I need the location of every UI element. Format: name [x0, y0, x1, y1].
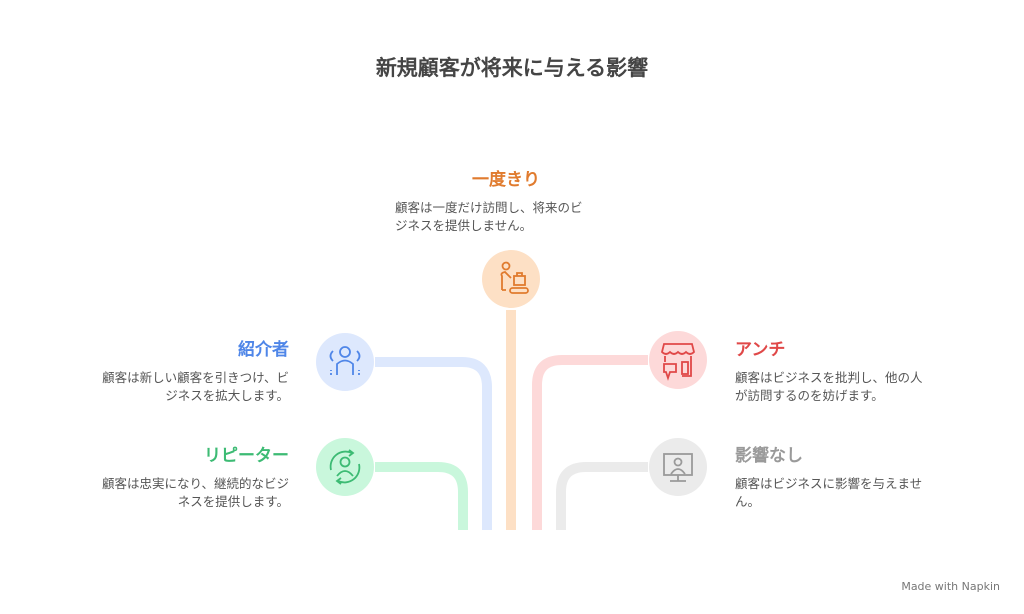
connector-none [556, 462, 648, 530]
person-luggage-conveyor-icon [482, 250, 540, 308]
referrer-description: 顧客は新しい顧客を引きつけ、ビ ジネスを拡大します。 [102, 369, 289, 405]
once-description: 顧客は一度だけ訪問し、将来のビ ジネスを提供しません。 [395, 199, 583, 235]
person-cycle-icon [316, 438, 374, 496]
repeater-title: リピーター [204, 446, 289, 466]
group-people-icon [316, 333, 374, 391]
description-line: ん。 [735, 494, 761, 509]
description-line: ジネスを提供しません。 [395, 218, 533, 233]
description-line: ジネスを拡大します。 [165, 388, 289, 403]
store-thumbs-down-icon [649, 331, 707, 389]
anti-description: 顧客はビジネスを批判し、他の人 が訪問するのを妨げます。 [735, 369, 923, 405]
description-line: ネスを提供します。 [177, 494, 289, 509]
description-line: 顧客はビジネスに影響を与えませ [735, 476, 923, 491]
monitor-person-icon [649, 438, 707, 496]
description-line: 顧客は忠実になり、継続的なビジ [101, 476, 289, 491]
connector-anti [532, 355, 648, 530]
no-impact-description: 顧客はビジネスに影響を与えませ ん。 [735, 475, 922, 511]
anti-title: アンチ [735, 340, 786, 360]
description-line: 顧客は一度だけ訪問し、将来のビ [395, 200, 583, 215]
no-impact-title: 影響なし [735, 446, 803, 466]
description-line: 顧客は新しい顧客を引きつけ、ビ [102, 370, 289, 385]
made-with-napkin-credit[interactable]: Made with Napkin [901, 580, 1000, 593]
connector-referrer [375, 357, 492, 530]
referrer-title: 紹介者 [238, 340, 289, 360]
repeater-description: 顧客は忠実になり、継続的なビジ ネスを提供します。 [102, 475, 289, 511]
connector-repeater [375, 462, 468, 530]
description-line: 顧客はビジネスを批判し、他の人 [735, 370, 923, 385]
page-title: 新規顧客が将来に与える影響 [375, 56, 649, 80]
description-line: が訪問するのを妨げます。 [735, 388, 884, 403]
once-title: 一度きり [472, 170, 540, 190]
